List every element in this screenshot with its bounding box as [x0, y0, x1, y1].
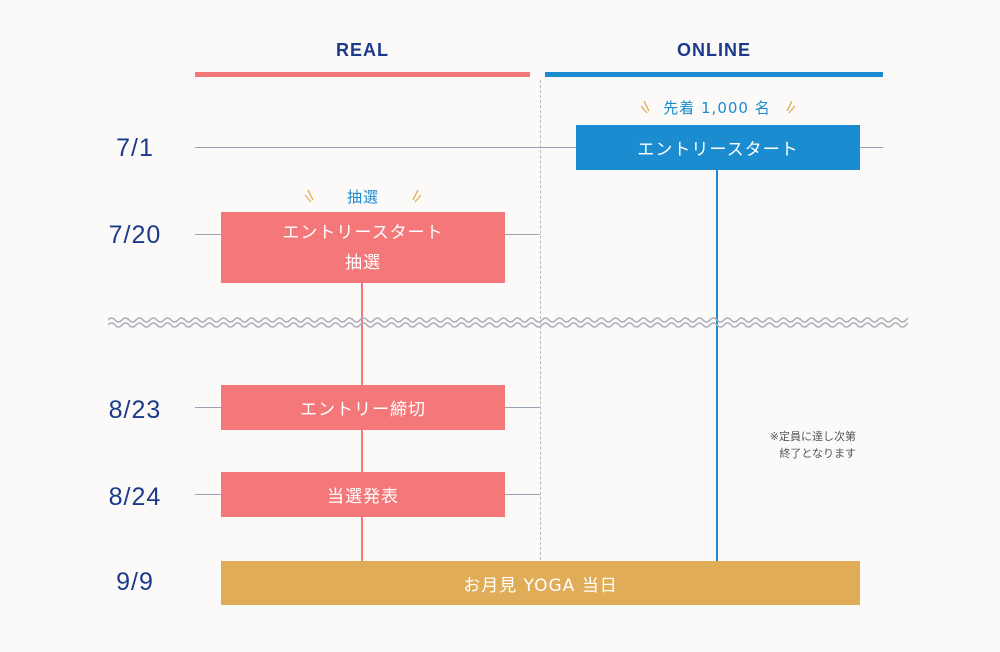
spark-right-icon: [412, 189, 422, 203]
timeline-break-wave: [108, 317, 908, 328]
online-connector-line: [716, 168, 718, 562]
online-badge-label: 先着 1,000 名: [663, 99, 771, 117]
online-badge: 先着 1,000 名: [632, 95, 802, 119]
online-entry-start-box: エントリースタート: [576, 125, 860, 170]
date-label-3: 8/23: [108, 396, 162, 424]
real-entry-start-label: エントリースタート: [282, 222, 444, 243]
real-entry-close-box: エントリー締切: [221, 385, 505, 430]
real-column-bar: [195, 72, 530, 77]
event-day-box: お月見 YOGA 当日: [221, 561, 860, 605]
online-column-bar: [545, 72, 883, 77]
date-label-2: 7/20: [108, 221, 162, 249]
date-label-1: 7/1: [116, 134, 154, 162]
real-badge: 抽選: [298, 184, 428, 208]
real-entry-close-label: エントリー締切: [300, 400, 426, 420]
online-entry-start-label: エントリースタート: [637, 140, 799, 160]
column-divider: [540, 80, 541, 560]
date-label-4: 8/24: [108, 483, 162, 511]
real-entry-start-box: エントリースタート 抽選: [221, 212, 505, 283]
real-announcement-label: 当選発表: [327, 487, 399, 507]
column-header-real: REAL: [336, 40, 389, 60]
event-day-label: お月見 YOGA 当日: [463, 575, 618, 596]
real-announcement-box: 当選発表: [221, 472, 505, 517]
column-header-online: ONLINE: [676, 40, 751, 60]
timeline-line-1: [195, 147, 883, 148]
spark-right-icon: [786, 100, 796, 114]
date-label-5: 9/9: [116, 568, 154, 596]
real-badge-label: 抽選: [346, 188, 379, 206]
capacity-note: ※定員に達し次第 終了となります: [769, 430, 856, 460]
spark-left-icon: [304, 189, 314, 203]
spark-left-icon: [640, 100, 650, 114]
real-entry-lottery-label: 抽選: [345, 252, 381, 273]
